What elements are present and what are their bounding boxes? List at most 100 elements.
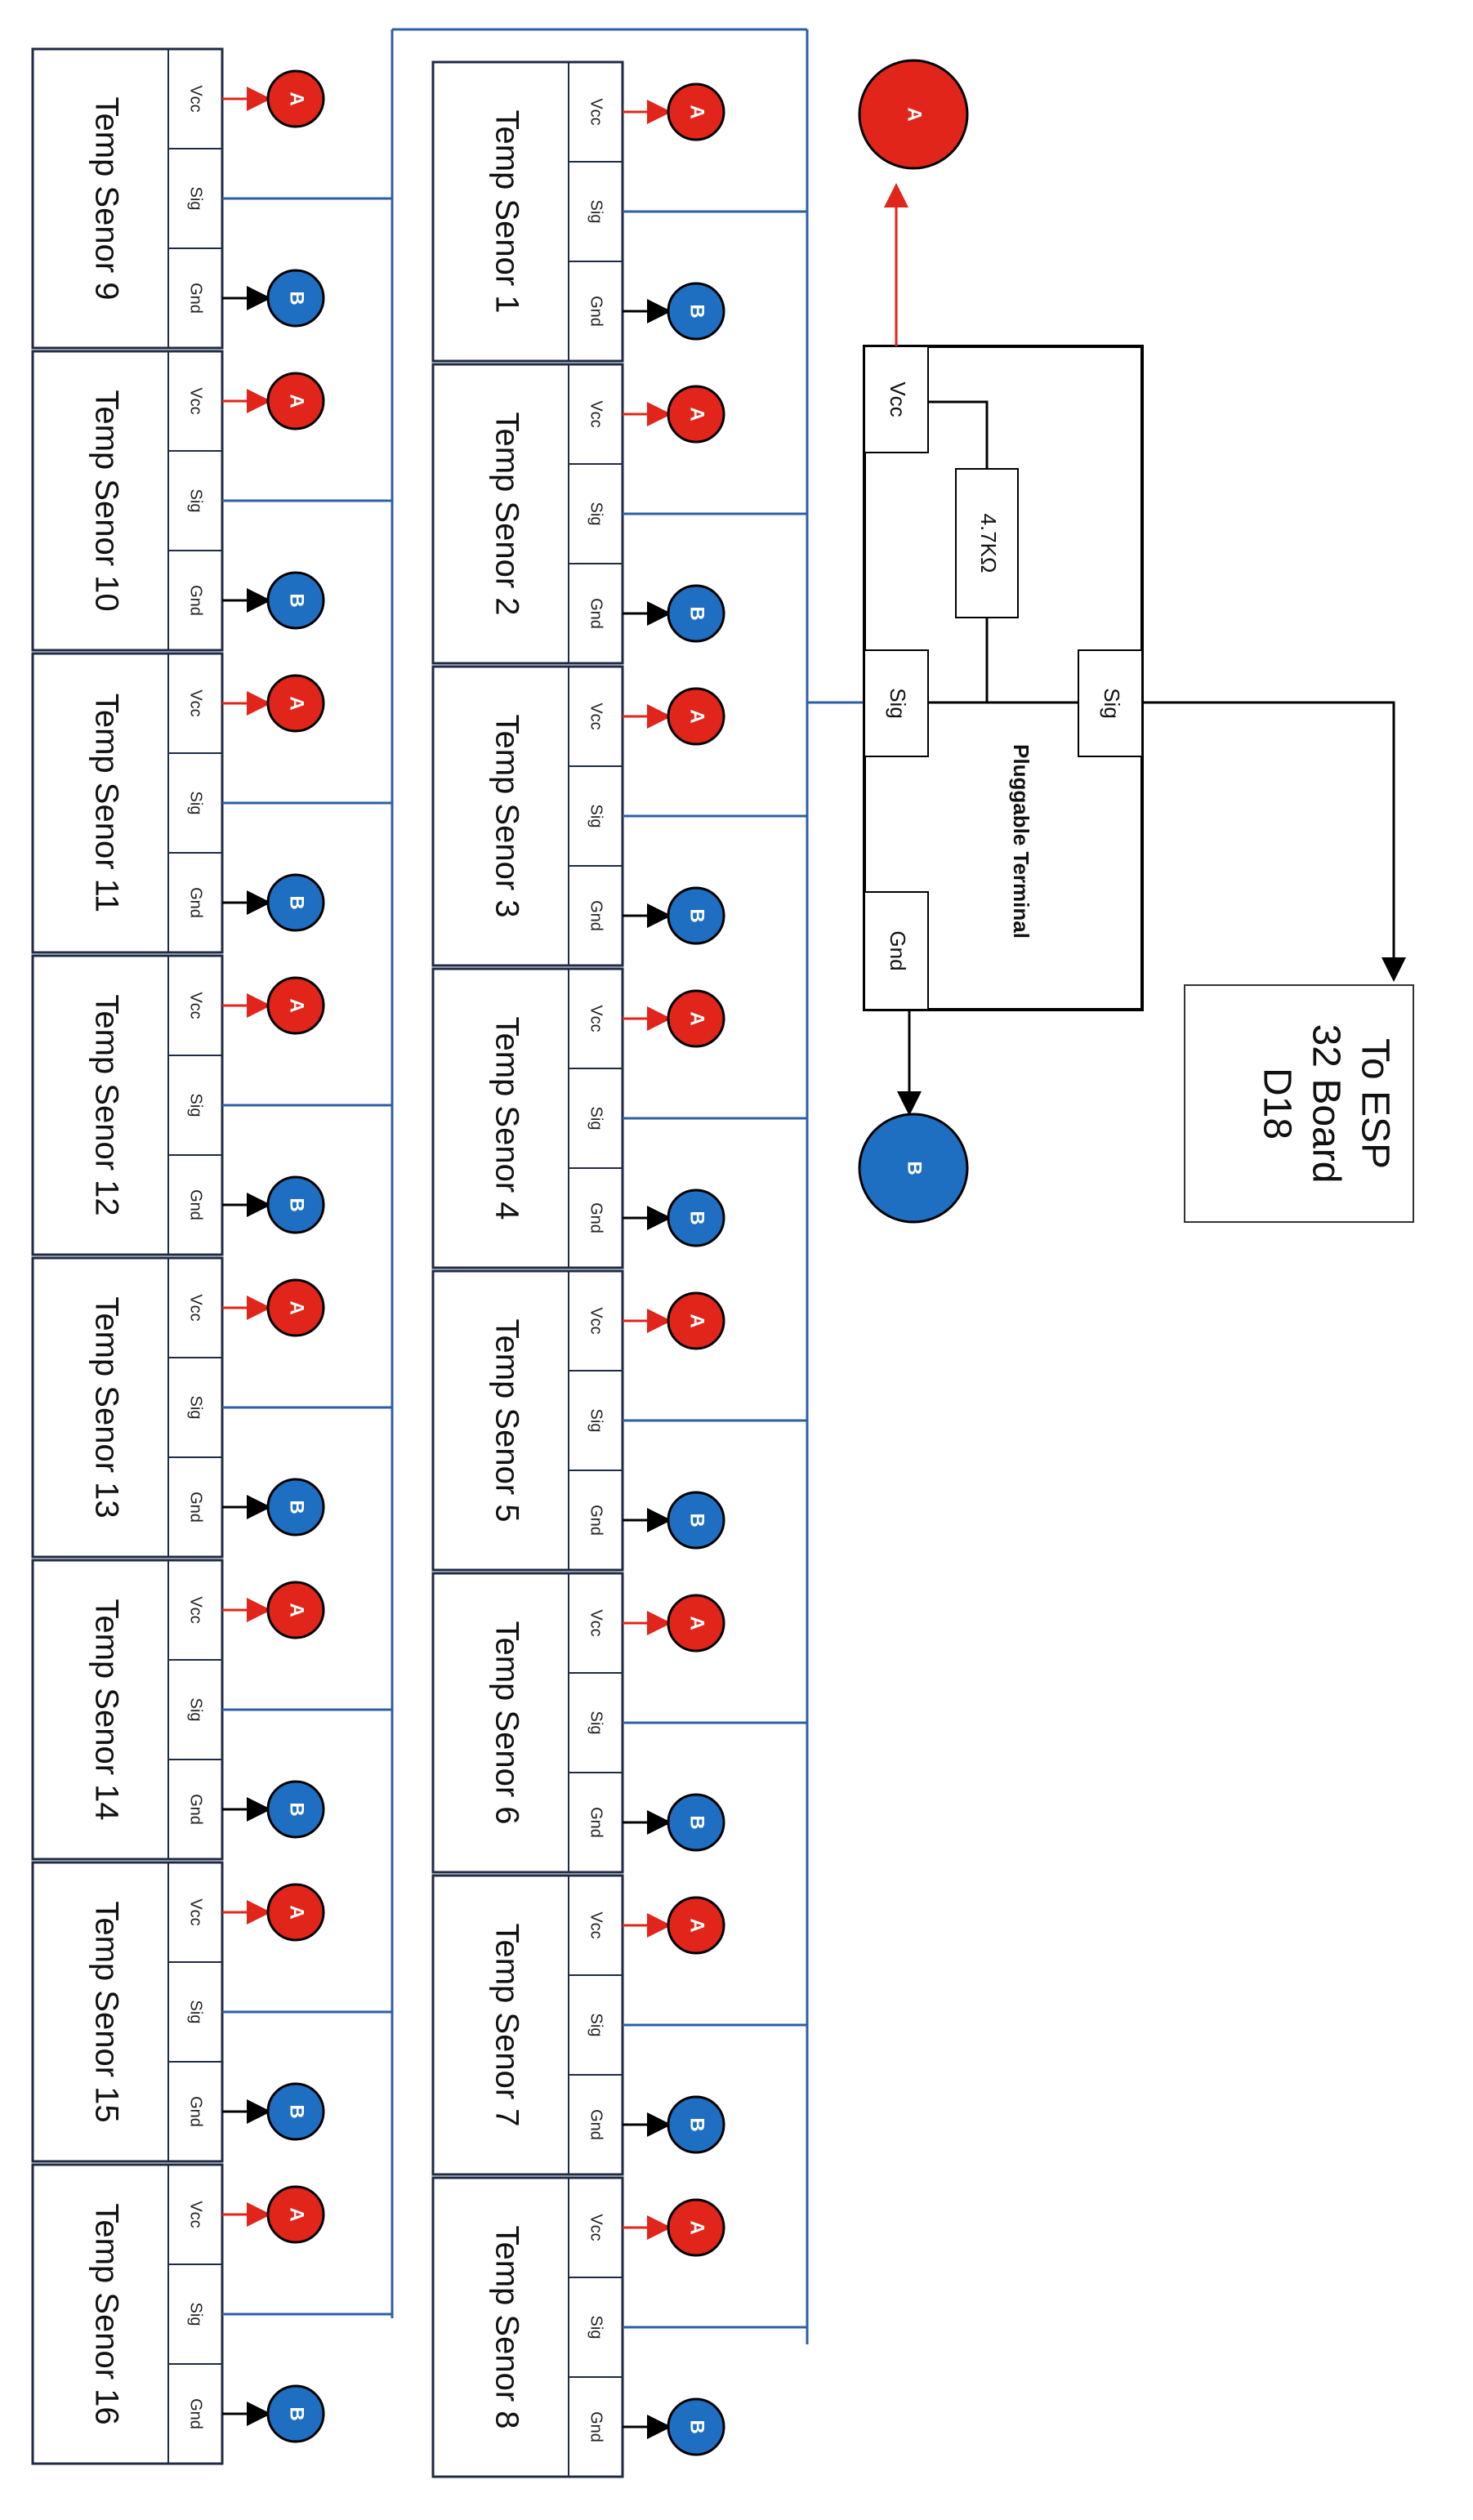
sensor-left-8-pin-sig-label: Sig xyxy=(187,2303,205,2326)
sensor-right-7-box xyxy=(431,1874,624,2176)
sensor-left-6-node-b xyxy=(266,1780,325,1839)
pluggable-terminal: Vcc 4.7KΩ Sig Sig Gnd Pluggable Terminal… xyxy=(858,59,1406,1224)
sensor-left-7-node-b xyxy=(266,2082,325,2141)
terminal-pin-sig-in-label: Sig xyxy=(886,688,910,719)
sensor-left-1-node-a-label: A xyxy=(286,91,308,105)
sensor-left-1-node-b xyxy=(266,269,325,328)
sensor-left-7-box xyxy=(31,1861,224,2163)
sensor-right-6-pin-sig-label: Sig xyxy=(587,1711,605,1735)
sensor-right-3-label: Temp Senor 3 xyxy=(489,714,524,917)
sensor-left-3-pin-vcc-label: Vcc xyxy=(187,689,205,716)
node-b-main xyxy=(858,1113,969,1224)
sensor-right-1-node-b-label: B xyxy=(686,304,708,318)
sensor-left-2-pin-gnd-label: Gnd xyxy=(187,585,205,616)
sensor-right-1-pin-gnd-label: Gnd xyxy=(587,296,605,327)
terminal-pin-sig-out xyxy=(1078,649,1143,757)
sensor-left-6-node-a xyxy=(266,1581,325,1639)
sensor-left-8-box xyxy=(31,2163,224,2465)
sensor-right-5-label: Temp Senor 5 xyxy=(489,1318,524,1522)
sensor-right-3-node-b-label: B xyxy=(686,908,708,922)
node-b-main-label: B xyxy=(904,1161,926,1175)
sensor-right-4-node-b xyxy=(667,1189,725,1247)
sensor-left-3-pin-sig-label: Sig xyxy=(187,792,205,815)
sensor-left-2-pin-vcc-label: Vcc xyxy=(187,387,205,414)
sensor-left-4-node-b xyxy=(266,1175,325,1234)
sensor-left-8-node-b xyxy=(266,2384,325,2443)
sensor-left-2-node-a xyxy=(266,372,325,430)
sensor-right-6-pin-gnd-label: Gnd xyxy=(587,1807,605,1838)
sensor-right-5-node-a xyxy=(667,1291,725,1350)
sensor-right-5-pin-sig-label: Sig xyxy=(587,1409,605,1433)
sensor-left-7-node-b-label: B xyxy=(286,2104,308,2118)
sensor-right-2-node-b xyxy=(667,584,725,643)
sensor-right-8-pin-vcc-label: Vcc xyxy=(587,2214,605,2241)
terminal-pin-sig-out-label: Sig xyxy=(1100,688,1124,719)
sensor-left-8-node-b-label: B xyxy=(286,2406,308,2420)
sensor-left-6-node-a-label: A xyxy=(286,1603,308,1617)
sensor-right-1-pin-vcc-label: Vcc xyxy=(587,98,605,125)
sensor-right-4-pin-gnd-label: Gnd xyxy=(587,1202,605,1233)
sensor-right-1-label: Temp Senor 1 xyxy=(489,109,524,313)
sensor-right-3-node-b xyxy=(667,886,725,945)
sensor-right-3-pin-vcc-label: Vcc xyxy=(587,702,605,729)
sensor-right-4-label: Temp Senor 4 xyxy=(489,1016,524,1220)
resistor-label: 4.7KΩ xyxy=(976,514,1001,573)
sensor-left-5-label: Temp Senor 13 xyxy=(88,1296,124,1518)
sensor-left-1-node-b-label: B xyxy=(286,291,308,305)
sensor-left-6-pin-sig-label: Sig xyxy=(187,1698,205,1722)
sensor-right-5-pin-vcc-label: Vcc xyxy=(587,1307,605,1334)
sensor-left-3-node-a xyxy=(266,674,325,733)
sensor-left-8-pin-gnd-label: Gnd xyxy=(187,2398,205,2429)
sensor-right-6-node-a xyxy=(667,1594,725,1652)
sensor-right-6-node-b xyxy=(667,1793,725,1852)
sensor-right-8-pin-gnd-label: Gnd xyxy=(587,2411,605,2442)
sensor-left-7-pin-gnd-label: Gnd xyxy=(187,2096,205,2127)
sensor-left-3-node-a-label: A xyxy=(286,696,308,710)
sensor-left-7-node-a xyxy=(266,1883,325,1942)
sig-bus-wiring xyxy=(391,28,864,2344)
sensor-left-1-pin-gnd-label: Gnd xyxy=(187,283,205,314)
sensor-left-3-box xyxy=(31,652,224,954)
sensor-left-5-pin-sig-label: Sig xyxy=(187,1396,205,1420)
sensor-left-5-node-a-label: A xyxy=(286,1300,308,1314)
sensor-left-6-box xyxy=(31,1559,224,1861)
sensor-right-2-node-b-label: B xyxy=(686,606,708,620)
sensor-left-3-node-b-label: B xyxy=(286,895,308,909)
sensor-right-3-pin-sig-label: Sig xyxy=(587,805,605,828)
sensor-left-2-label: Temp Senor 10 xyxy=(88,390,124,611)
sensor-left-2-box xyxy=(31,350,224,652)
sensor-right-5-node-b-label: B xyxy=(686,1513,708,1527)
sensor-right-8-node-a-label: A xyxy=(686,2220,708,2234)
sensor-right-8-pin-sig-label: Sig xyxy=(587,2316,605,2339)
sensor-left-4-label: Temp Senor 12 xyxy=(88,994,124,1215)
sensor-left-4-pin-sig-label: Sig xyxy=(187,1094,205,1117)
sensor-left-4-node-b-label: B xyxy=(286,1198,308,1211)
sensor-right-8-node-a xyxy=(667,2198,725,2257)
sensor-left-5-node-b-label: B xyxy=(286,1500,308,1514)
sensor-right-6-pin-vcc-label: Vcc xyxy=(587,1609,605,1636)
sensor-left-2-node-b xyxy=(266,571,325,630)
sensor-left-4-node-a xyxy=(266,976,325,1035)
sensor-right-2-pin-sig-label: Sig xyxy=(587,502,605,526)
sensor-left-1-label: Temp Senor 9 xyxy=(88,96,124,300)
terminal-title: Pluggable Terminal xyxy=(1009,744,1033,939)
sensor-left-7-pin-sig-label: Sig xyxy=(187,2000,205,2024)
sensor-left-6-node-b-label: B xyxy=(286,1802,308,1816)
sensor-left-1-box xyxy=(31,47,224,350)
esp32-box xyxy=(1184,984,1414,1223)
sensor-right-1-box xyxy=(431,60,624,363)
sensor-right-3-node-a xyxy=(667,687,725,746)
sensor-right-3-node-a-label: A xyxy=(686,709,708,723)
sensor-right-4-node-b-label: B xyxy=(686,1211,708,1224)
sensor-right-2-node-a xyxy=(667,385,725,444)
sensor-right-7-pin-vcc-label: Vcc xyxy=(587,1911,605,1938)
sensor-left-5-pin-gnd-label: Gnd xyxy=(187,1492,205,1523)
sensor-left-5-pin-vcc-label: Vcc xyxy=(187,1294,205,1321)
sensor-left-8-pin-vcc-label: Vcc xyxy=(187,2201,205,2228)
sensor-left-5-node-a xyxy=(266,1278,325,1337)
sensor-left-7-node-a-label: A xyxy=(286,1905,308,1919)
sensor-left-3-node-b xyxy=(266,873,325,932)
sensor-right-8-node-b xyxy=(667,2397,725,2456)
sensor-left-4-box xyxy=(31,954,224,1256)
